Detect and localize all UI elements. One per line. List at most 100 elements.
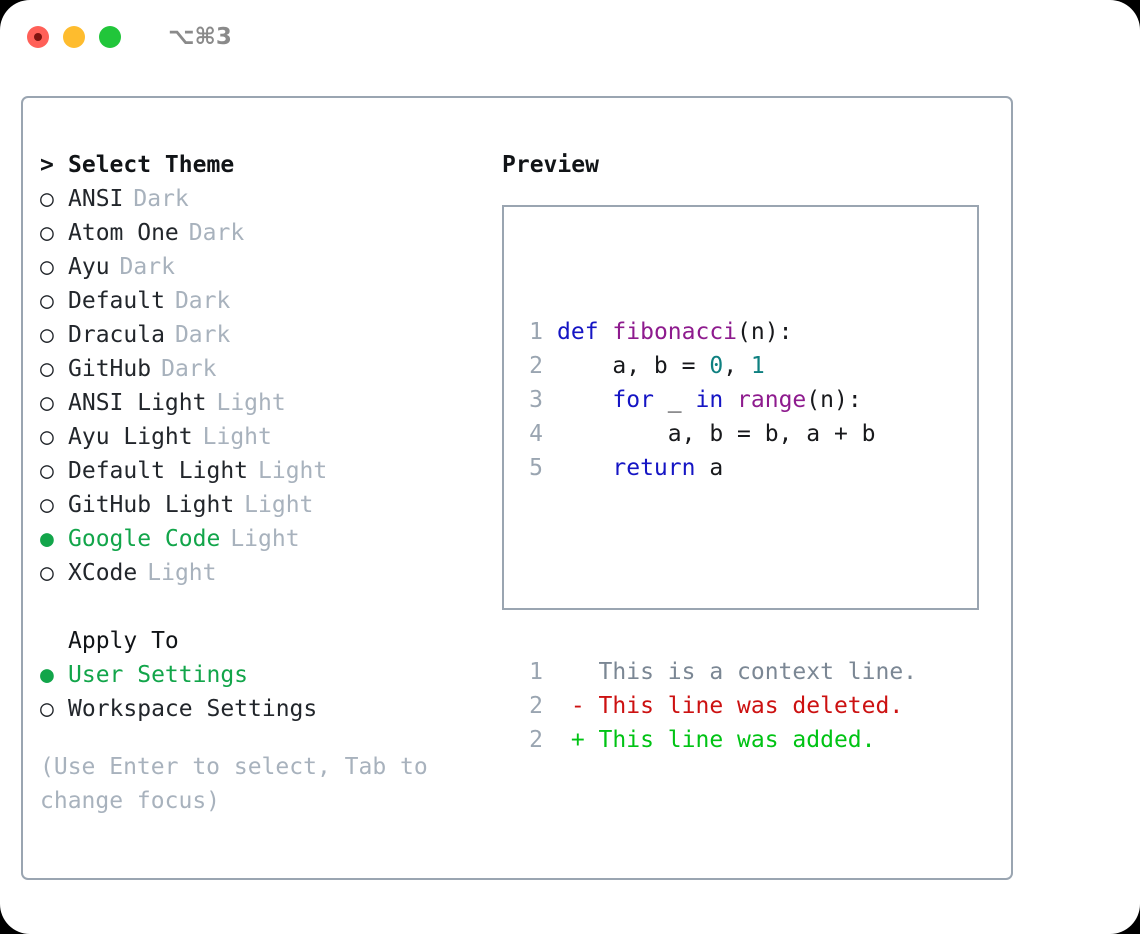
theme-list-item[interactable]: ○ Default Light Light	[40, 454, 480, 488]
code-line-number: 4	[529, 421, 543, 447]
code-token-kw: def	[557, 319, 599, 345]
apply-to-options: ● User Settings ○ Workspace Settings	[40, 658, 480, 726]
code-token-kw: for	[612, 387, 654, 413]
code-token-plain	[557, 387, 612, 413]
code-token-num: 1	[750, 353, 765, 379]
code-line: 3 for _ in range(n):	[515, 383, 917, 417]
diff-line-number: 2	[529, 693, 543, 719]
radio-selected-icon: ●	[40, 662, 54, 688]
diff-block: 1 This is a context line. 2 - This line w…	[515, 655, 917, 757]
theme-name: Atom One	[68, 220, 179, 246]
code-token-num: 0	[709, 353, 724, 379]
close-button-icon[interactable]	[27, 26, 49, 48]
theme-name: Default Light	[68, 458, 249, 484]
diff-line: 1 This is a context line.	[515, 655, 917, 689]
code-diff-separator	[515, 553, 917, 587]
code-token-kw: return	[612, 455, 696, 481]
theme-name: Google Code	[68, 526, 221, 552]
code-line: 2 a, b = 0, 1	[515, 349, 917, 383]
theme-name: ANSI Light	[68, 390, 207, 416]
theme-category-badge: Dark	[161, 356, 217, 382]
radio-unselected-icon: ○	[40, 696, 54, 722]
diff-line: 2 + This line was added.	[515, 723, 917, 757]
radio-unselected-icon: ○	[40, 390, 54, 416]
theme-name: XCode	[68, 560, 138, 586]
theme-category-badge: Light	[244, 492, 314, 518]
theme-list-item[interactable]: ○ XCode Light	[40, 556, 480, 590]
radio-unselected-icon: ○	[40, 356, 54, 382]
radio-unselected-icon: ○	[40, 458, 54, 484]
code-line-number: 1	[529, 319, 543, 345]
theme-list-item[interactable]: ○ GitHub Dark	[40, 352, 480, 386]
code-token-plain	[723, 387, 737, 413]
code-token-plain: ,	[723, 353, 751, 379]
prompt-caret-icon: >	[40, 152, 54, 178]
keyboard-hint-text: (Use Enter to select, Tab to change focu…	[40, 754, 428, 814]
theme-list-item[interactable]: ○ ANSI Light Light	[40, 386, 480, 420]
apply-to-header: ○Apply To	[40, 624, 480, 658]
diff-line-text-ctx: This is a context line.	[557, 659, 918, 685]
diff-line-text-del: - This line was deleted.	[557, 693, 904, 719]
theme-name: Dracula	[68, 322, 165, 348]
maximize-button-icon[interactable]	[99, 26, 121, 48]
radio-unselected-icon: ○	[40, 186, 54, 212]
apply-to-option-label: User Settings	[68, 662, 249, 688]
traffic-lights	[27, 26, 121, 48]
diff-line-number: 1	[529, 659, 543, 685]
diff-line-number: 2	[529, 727, 543, 753]
theme-list-item[interactable]: ○ ANSI Dark	[40, 182, 480, 216]
code-token-plain: (n):	[737, 319, 793, 345]
code-token-plain: a, b = b, a + b	[557, 421, 876, 447]
code-token-plain: (n):	[806, 387, 862, 413]
radio-unselected-icon: ○	[40, 322, 54, 348]
radio-unselected-icon: ○	[40, 220, 54, 246]
preview-title: Preview	[502, 152, 599, 178]
diff-line-text-add: + This line was added.	[557, 727, 876, 753]
code-token-plain	[557, 455, 612, 481]
theme-category-badge: Dark	[133, 186, 189, 212]
theme-category-badge: Light	[258, 458, 328, 484]
radio-unselected-icon: ○	[40, 560, 54, 586]
theme-category-badge: Light	[216, 390, 286, 416]
code-line-number: 3	[529, 387, 543, 413]
radio-unselected-icon: ○	[40, 288, 54, 314]
code-token-plain: a, b =	[557, 353, 710, 379]
apply-to-label: Apply To	[68, 628, 179, 654]
radio-selected-icon: ●	[40, 526, 54, 552]
list-spacer	[40, 590, 480, 624]
code-line: 5 return a	[515, 451, 917, 485]
apply-to-option[interactable]: ● User Settings	[40, 658, 480, 692]
select-theme-header: > Select Theme	[40, 148, 480, 182]
theme-category-badge: Dark	[188, 220, 245, 246]
apply-to-option-label: Workspace Settings	[68, 696, 318, 722]
code-token-plain: _	[653, 387, 696, 413]
minimize-button-icon[interactable]	[63, 26, 85, 48]
code-token-fn: range	[737, 387, 807, 413]
select-theme-label: Select Theme	[68, 152, 235, 178]
theme-category-badge: Light	[147, 560, 217, 586]
theme-name: Ayu Light	[68, 424, 193, 450]
theme-list-item[interactable]: ○ Atom One Dark	[40, 216, 480, 250]
theme-name: ANSI	[68, 186, 124, 212]
theme-category-badge: Dark	[174, 288, 231, 314]
code-line: 4 a, b = b, a + b	[515, 417, 917, 451]
radio-unselected-icon: ○	[40, 424, 54, 450]
theme-name: GitHub Light	[68, 492, 235, 518]
apply-to-option[interactable]: ○ Workspace Settings	[40, 692, 480, 726]
code-token-plain: a	[695, 455, 724, 481]
theme-name: GitHub	[68, 356, 152, 382]
